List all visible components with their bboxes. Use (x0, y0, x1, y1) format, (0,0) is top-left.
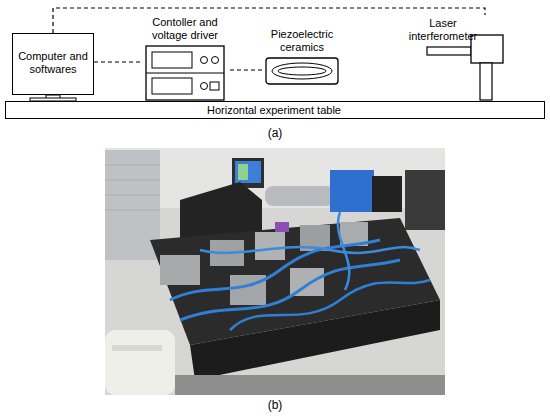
node-label: Contoller and voltage driver (140, 16, 230, 42)
node-label: Piezoelectric ceramics (262, 28, 342, 54)
component-node: Laser interferometer (405, 15, 515, 100)
interferometer-shape (405, 15, 515, 100)
component-node: Contoller and voltage driver (140, 16, 230, 102)
dashed-connector (230, 69, 262, 70)
dashed-connector (53, 8, 485, 33)
component-node: Piezoelectric ceramics (262, 28, 342, 86)
dashed-connector (94, 61, 140, 62)
node-label: Horizontal experiment table (6, 104, 542, 117)
panel-label: (a) (255, 126, 295, 140)
component-node: Horizontal experiment table (5, 101, 545, 119)
controller-box (140, 16, 230, 102)
node-label: Computer and softwares (15, 50, 91, 76)
panel-label: (b) (255, 398, 295, 412)
component-node: Computer and softwares (12, 33, 94, 95)
node-label: Laser interferometer (405, 17, 481, 43)
